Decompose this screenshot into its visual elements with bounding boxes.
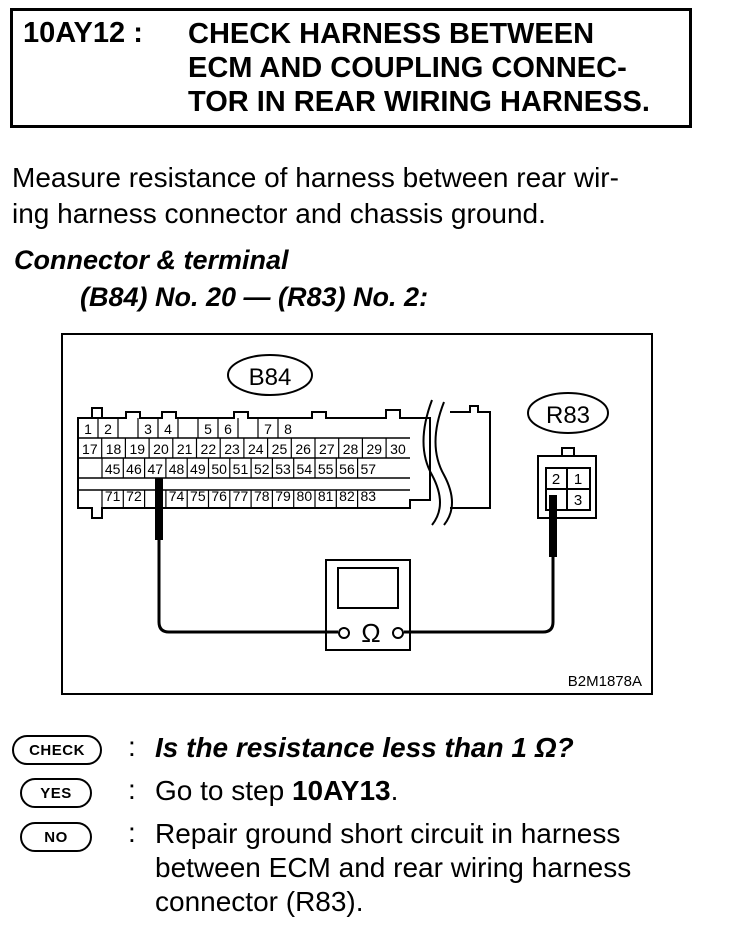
- b84-terminal-23: 23: [224, 441, 240, 457]
- yes-step-link[interactable]: 10AY13: [291, 775, 391, 806]
- b84-terminal-56: 56: [339, 461, 355, 477]
- b84-terminal-81: 81: [318, 488, 334, 504]
- r83-terminal-1: 1: [574, 471, 582, 488]
- b84-terminal-47: 47: [147, 461, 163, 477]
- b84-terminal-1: 1: [84, 421, 92, 437]
- b84-terminal-82: 82: [339, 488, 355, 504]
- b84-terminal-46: 46: [126, 461, 142, 477]
- probe-left: [155, 478, 163, 540]
- b84-terminal-3: 3: [144, 421, 152, 437]
- b84-terminal-78: 78: [254, 488, 270, 504]
- b84-terminal-83: 83: [360, 488, 376, 504]
- b84-terminal-30: 30: [390, 441, 406, 457]
- b84-terminal-7: 7: [264, 421, 272, 437]
- figure-code: B2M1878A: [568, 673, 642, 690]
- b84-terminal-25: 25: [272, 441, 288, 457]
- yes-suffix: .: [390, 775, 399, 806]
- r83-terminal-2: 2: [552, 471, 560, 488]
- b84-terminal-4: 4: [164, 421, 172, 437]
- b84-terminal-80: 80: [297, 488, 313, 504]
- r83-connector: [537, 447, 597, 519]
- b84-terminal-57: 57: [360, 461, 376, 477]
- cut-lines: [422, 399, 453, 526]
- b84-terminal-53: 53: [275, 461, 291, 477]
- step-title: CHECK HARNESS BETWEEN ECM AND COUPLING C…: [188, 18, 650, 118]
- b84-terminal-50: 50: [211, 461, 227, 477]
- yes-prefix: Go to step: [155, 775, 292, 806]
- ohmmeter: [325, 559, 411, 651]
- b84-terminal-54: 54: [297, 461, 313, 477]
- b84-terminal-48: 48: [169, 461, 185, 477]
- b84-terminal-55: 55: [318, 461, 334, 477]
- no-colon: :: [128, 817, 136, 848]
- check-badge: CHECK: [12, 735, 102, 765]
- b84-terminal-8: 8: [284, 421, 292, 437]
- no-answer: Repair ground short circuit in harness b…: [155, 818, 632, 917]
- b84-terminal-75: 75: [190, 488, 206, 504]
- check-colon: :: [128, 731, 136, 762]
- wire-right: [404, 557, 555, 634]
- probe-right: [549, 495, 557, 557]
- b84-terminal-29: 29: [366, 441, 382, 457]
- yes-badge: YES: [20, 778, 92, 808]
- connector-terminal-title: Connector & terminal: [14, 245, 289, 275]
- step-header-box: 10AY12 : CHECK HARNESS BETWEEN ECM AND C…: [10, 8, 692, 128]
- b84-terminal-20: 20: [153, 441, 169, 457]
- b84-terminal-28: 28: [343, 441, 359, 457]
- yes-colon: :: [128, 774, 136, 805]
- b84-terminal-52: 52: [254, 461, 270, 477]
- b84-terminal-22: 22: [201, 441, 217, 457]
- b84-terminal-77: 77: [233, 488, 249, 504]
- b84-terminal-45: 45: [105, 461, 121, 477]
- b84-terminal-27: 27: [319, 441, 335, 457]
- wire-left: [157, 540, 338, 634]
- b84-terminal-24: 24: [248, 441, 264, 457]
- b84-terminal-71: 71: [105, 488, 121, 504]
- b84-terminal-6: 6: [224, 421, 232, 437]
- check-question: Is the resistance less than 1 Ω?: [155, 732, 574, 763]
- diagram-frame: [61, 333, 653, 695]
- r83-label-oval: [527, 392, 609, 434]
- instruction-text: Measure resistance of harness between re…: [12, 162, 619, 229]
- step-id: 10AY12 :: [23, 17, 143, 49]
- connector-terminal-value: (B84) No. 20 — (R83) No. 2:: [80, 282, 429, 312]
- b84-terminal-17: 17: [82, 441, 98, 457]
- b84-terminal-51: 51: [233, 461, 249, 477]
- b84-terminal-2: 2: [104, 421, 112, 437]
- yes-answer: Go to step 10AY13.: [155, 774, 398, 808]
- b84-terminal-49: 49: [190, 461, 206, 477]
- r83-label: R83: [546, 402, 590, 429]
- b84-terminal-18: 18: [106, 441, 122, 457]
- b84-label-oval: [227, 354, 313, 396]
- b84-terminal-76: 76: [211, 488, 227, 504]
- b84-terminal-79: 79: [275, 488, 291, 504]
- no-badge: NO: [20, 822, 92, 852]
- b84-terminal-21: 21: [177, 441, 193, 457]
- b84-label: B84: [249, 364, 292, 391]
- b84-terminal-19: 19: [129, 441, 145, 457]
- r83-terminal-3: 3: [574, 492, 582, 509]
- ohm-symbol: Ω: [361, 618, 380, 648]
- b84-terminal-74: 74: [169, 488, 185, 504]
- b84-connector-tail: [450, 405, 491, 509]
- b84-terminal-5: 5: [204, 421, 212, 437]
- b84-terminal-72: 72: [126, 488, 142, 504]
- b84-terminal-26: 26: [295, 441, 311, 457]
